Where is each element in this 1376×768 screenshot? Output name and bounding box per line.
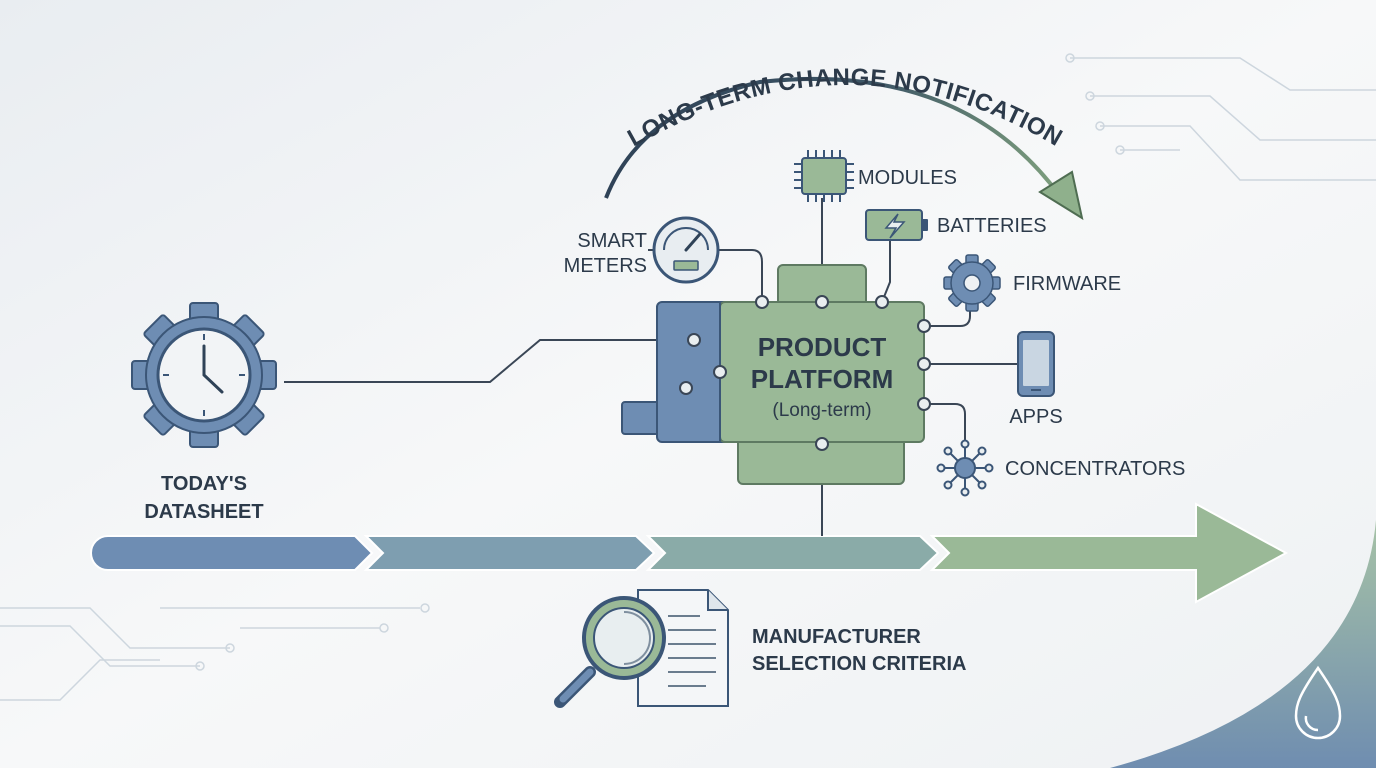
platform-title-line1: PRODUCT <box>758 332 887 362</box>
batteries-connector <box>881 240 891 303</box>
modules-label: MODULES <box>858 167 957 189</box>
timeline-arrow <box>90 502 1289 604</box>
timeline-segment-1 <box>90 535 374 571</box>
arc-arrowhead <box>1038 170 1084 221</box>
concentrators-label: CONCENTRATORS <box>1005 458 1185 480</box>
datasheet-connector <box>284 339 694 383</box>
smart-meters-label-line2: METERS <box>564 255 647 277</box>
timeline-segment-3 <box>645 535 940 571</box>
smartphone-icon <box>1017 331 1055 397</box>
batteries-label: BATTERIES <box>937 215 1047 237</box>
firmware-label: FIRMWARE <box>1013 273 1121 295</box>
clock-gear-icon <box>131 302 277 448</box>
circuit-traces-decoration <box>0 53 1376 701</box>
meter-gauge-icon <box>652 216 720 284</box>
firmware-connector <box>924 306 971 327</box>
battery-icon <box>865 209 928 241</box>
water-drop-icon <box>1294 665 1342 740</box>
manufacturer-label-line2: SELECTION CRITERIA <box>752 653 966 675</box>
document-magnifier-icon <box>554 589 729 708</box>
timeline-segment-4-arrowhead <box>929 502 1289 604</box>
platform-subtitle: (Long-term) <box>772 400 871 421</box>
corner-wave-shape <box>1110 520 1376 768</box>
chip-icon <box>794 150 854 202</box>
gear-icon <box>943 254 1001 312</box>
datasheet-label-line2: DATASHEET <box>144 501 263 523</box>
apps-label: APPS <box>1009 406 1062 428</box>
platform-title-line2: PLATFORM <box>751 364 894 394</box>
datasheet-label-line1: TODAY'S <box>161 473 247 495</box>
change-notification-arc <box>604 76 1062 199</box>
smart-meters-label-line1: SMART <box>577 230 647 252</box>
meters-connector <box>648 249 763 302</box>
concentrators-connector <box>924 403 966 440</box>
timeline-segment-2 <box>363 535 656 571</box>
manufacturer-label-line1: MANUFACTURER <box>752 626 921 648</box>
connector-nodes <box>679 295 931 451</box>
hub-network-icon <box>936 439 994 497</box>
